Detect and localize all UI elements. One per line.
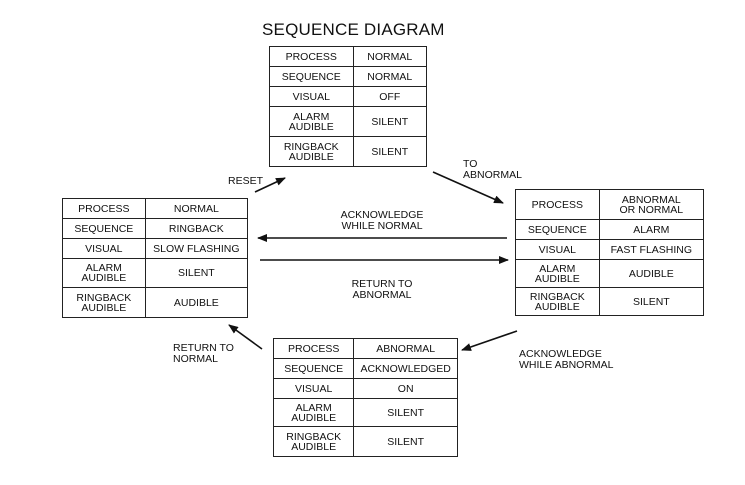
state-field-label: SEQUENCE [272, 358, 355, 379]
state-field-label: ALARM AUDIBLE [62, 258, 146, 288]
state-field-value: SILENT [353, 426, 458, 457]
state-field-label: VISUAL [272, 378, 355, 399]
arrow-reset [254, 177, 286, 193]
state-field-label: PROCESS [62, 198, 146, 219]
state-field-value: ABNORMAL [353, 338, 458, 359]
state-field-value: SILENT [352, 136, 428, 167]
label-ack-while-normal: ACKNOWLEDGE WHILE NORMAL [340, 209, 424, 232]
state-field-value: FAST FLASHING [598, 239, 705, 260]
state-field-label: RINGBACK AUDIBLE [269, 136, 354, 167]
arrow-to-abnormal [432, 171, 504, 204]
state-field-label: PROCESS [515, 189, 600, 220]
state-field-value: OFF [352, 86, 428, 107]
state-field-label: VISUAL [62, 238, 146, 259]
state-field-label: ALARM AUDIBLE [272, 398, 355, 427]
state-field-value: ON [353, 378, 458, 399]
label-to-abnormal: TO ABNORMAL [463, 158, 522, 181]
state-field-label: ALARM AUDIBLE [269, 106, 354, 137]
state-field-label: PROCESS [269, 46, 354, 67]
state-field-label: SEQUENCE [269, 66, 354, 87]
state-field-label: PROCESS [272, 338, 355, 359]
state-field-value: AUDIBLE [598, 259, 705, 288]
label-ack-while-abnormal: ACKNOWLEDGE WHILE ABNORMAL [519, 348, 614, 371]
state-field-value: NORMAL [352, 66, 428, 87]
state-field-value: SILENT [144, 258, 249, 288]
state-field-value: ALARM [598, 219, 705, 240]
state-field-value: ABNORMAL OR NORMAL [598, 189, 705, 220]
state-field-value: RINGBACK [144, 218, 249, 239]
diagram-title: SEQUENCE DIAGRAM [262, 20, 445, 39]
label-return-to-normal: RETURN TO NORMAL [173, 342, 234, 365]
state-field-value: SILENT [352, 106, 428, 137]
state-field-label: RINGBACK AUDIBLE [272, 426, 355, 457]
label-return-to-abnormal: RETURN TO ABNORMAL [351, 278, 413, 301]
state-field-value: ACKNOWLEDGED [353, 358, 458, 379]
state-field-value: SLOW FLASHING [144, 238, 249, 259]
state-field-label: RINGBACK AUDIBLE [515, 287, 600, 316]
state-field-label: RINGBACK AUDIBLE [62, 287, 146, 318]
state-field-value: SILENT [598, 287, 705, 316]
state-field-label: SEQUENCE [515, 219, 600, 240]
state-field-value: NORMAL [352, 46, 428, 67]
state-field-label: SEQUENCE [62, 218, 146, 239]
arrow-ack-while-abnormal [461, 330, 518, 351]
arrow-return-to-normal [228, 324, 263, 350]
state-field-value: NORMAL [144, 198, 249, 219]
state-field-value: AUDIBLE [144, 287, 249, 318]
state-field-value: SILENT [353, 398, 458, 427]
state-field-label: VISUAL [269, 86, 354, 107]
state-field-label: ALARM AUDIBLE [515, 259, 600, 288]
label-reset: RESET [228, 175, 264, 187]
state-field-label: VISUAL [515, 239, 600, 260]
